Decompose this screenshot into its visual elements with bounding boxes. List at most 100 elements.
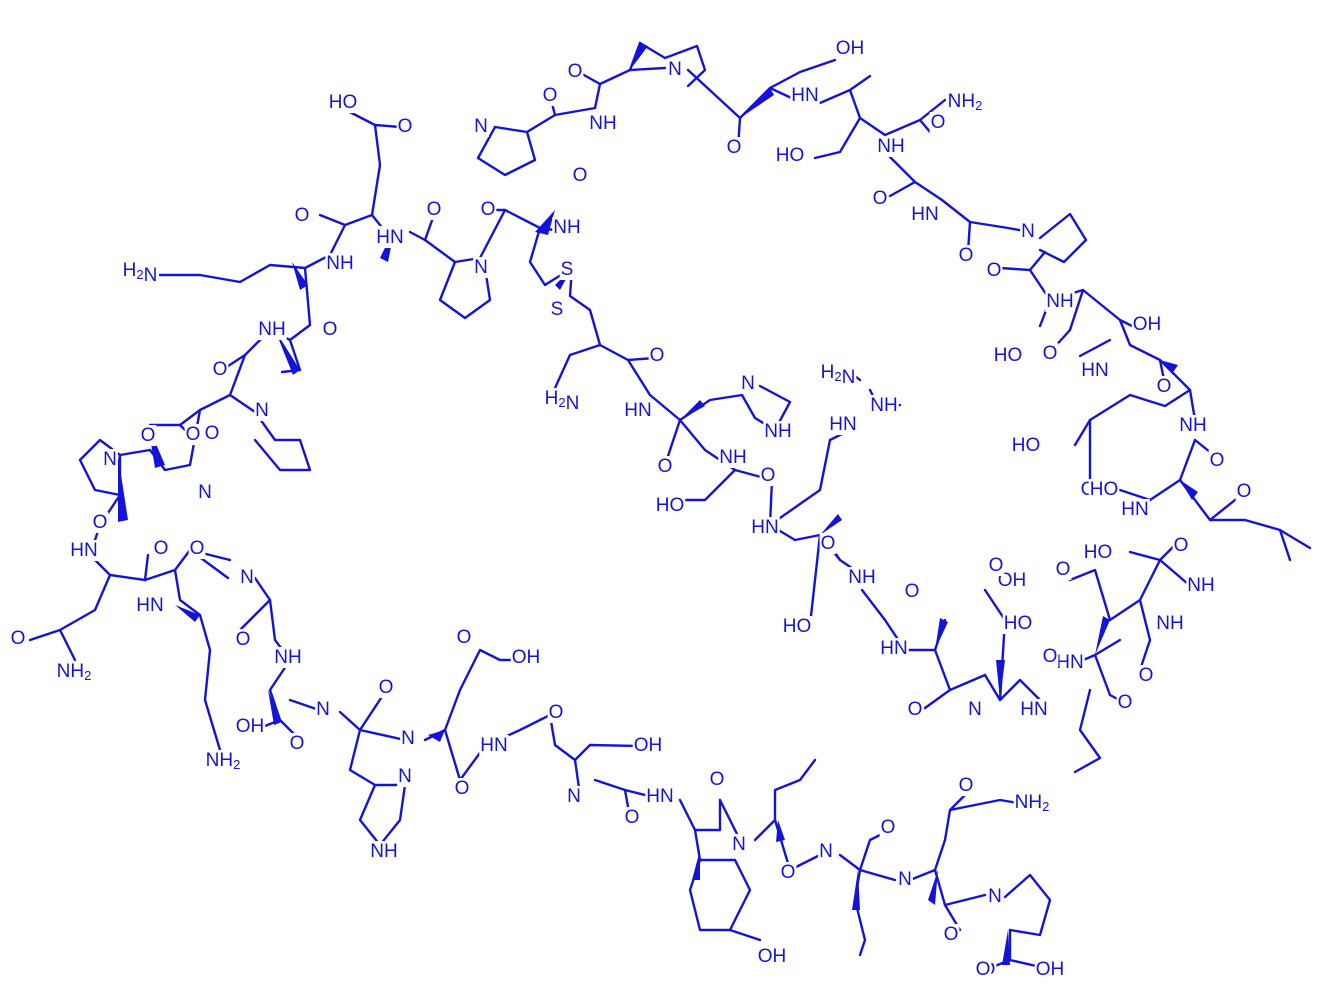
atom-label-bg-oh-ser-top (834, 38, 866, 60)
bond-45 (983, 673, 1042, 702)
atom-label-hn-lys-b: HN (136, 595, 163, 616)
atom-label-hn-asn: HN (911, 204, 938, 225)
atom-label-o-val: O (1118, 692, 1133, 713)
atom-label-n-pro-b: N (240, 567, 254, 588)
atom-label-bg-o-gln-l (152, 538, 170, 560)
atom-label-ho-asp-2: HO (1004, 613, 1033, 634)
atom-label-bg-hn-asn (910, 204, 940, 226)
bond-8 (493, 113, 557, 134)
atom-label-nh-gly-top: NH (589, 113, 616, 134)
atom-label-nh-ser-c2: NH (719, 447, 746, 468)
atom-label-hn-ser-top: HN (791, 85, 818, 106)
atom-label-bg-o-glu-b (455, 627, 473, 649)
atom-label-o-ser-r3: O (1210, 450, 1225, 471)
atom-label-bg-o-pro-top (566, 61, 584, 83)
atom-label-n-leu-2: N (819, 841, 833, 862)
atom-label-bg-o-ser-c2 (759, 465, 777, 487)
atom-label-bg-n-pro-r1 (1020, 221, 1036, 243)
atom-label-bg-o-ser-r1 (1041, 343, 1059, 365)
atom-label-nh-ser-c: NH (848, 567, 875, 588)
bond-117 (858, 868, 897, 882)
atom-label-bg-nh-cys-1 (552, 217, 582, 239)
atom-label-bg-o-asp-2 (1054, 559, 1072, 581)
bond-59 (678, 468, 774, 502)
atom-label-n-his-b-ring: N (398, 766, 412, 787)
bond-17 (913, 180, 944, 202)
atom-label-n-pro-l2: N (198, 482, 212, 503)
atom-label-bg-hn-tyr (645, 786, 675, 808)
atom-label-hn-his-b: N (316, 699, 330, 720)
bond-34 (1208, 518, 1312, 550)
bond-63 (626, 356, 682, 422)
atom-label-bg-nh2-lys-b (204, 750, 242, 773)
atom-label-o-pro-r1: O (987, 260, 1002, 281)
bond-11 (818, 74, 872, 105)
atom-label-o-cys-1: O (481, 199, 496, 220)
atom-label-bg-nh-his-b-ring (369, 841, 399, 863)
bond-89 (28, 573, 112, 642)
atom-label-bg-h2n-cys-2 (543, 388, 581, 415)
atom-label-nh-lys-l: NH (326, 253, 353, 274)
atom-label-bg-nh-ser-c2 (718, 447, 748, 469)
atom-label-n-pro-l1: N (255, 400, 269, 421)
atom-label-bg-hn-ala-r (879, 638, 909, 660)
atom-label-bg-nh-glu-r (1178, 415, 1208, 437)
atom-label-o-ala-l: O (213, 359, 228, 380)
stereo-wedge-12 (928, 870, 938, 905)
atom-label-bg-h2n-lys-l (121, 260, 159, 287)
atom-label-hn-gln-l: HN (70, 540, 97, 561)
bond-110 (698, 858, 752, 932)
bond-65 (568, 266, 602, 347)
bond-15 (813, 116, 862, 160)
atom-label-bg-o-pro-l3 (91, 512, 109, 534)
atom-label-bg-o-ser-r3 (1208, 450, 1226, 472)
atom-label-ho-ser-c: HO (783, 616, 812, 637)
bond-36 (1128, 538, 1182, 562)
atom-label-bg-n-pro-top (667, 59, 683, 81)
atom-label-oh-asp-1: OH (998, 570, 1027, 591)
atom-label-bg-o-tyr (708, 769, 726, 791)
atom-label-bg-o-leu-r (1235, 481, 1253, 503)
atom-label-bg-nh-his-ring (763, 421, 793, 443)
atom-label-o-gln-b-side: O (959, 775, 974, 796)
atom-label-bg-hn-lys-b (135, 595, 165, 617)
atom-label-n-leu-1: N (732, 834, 746, 855)
atom-label-bg-o-cooh (974, 959, 992, 981)
atom-label-nh-cys-1: NH (553, 217, 580, 238)
atom-label-h2n-arg: H2N (821, 362, 856, 388)
atom-label-o-ser-r1: O (1043, 343, 1058, 364)
atom-label-o-leu-r: O (1237, 481, 1252, 502)
atom-label-bg-o-glu-l2 (293, 205, 311, 227)
atom-label-bg-oh-ser-b (234, 716, 266, 738)
atom-labels: OHHNNNHOOONH2OHONHOHNONONHOHHOOHNONHHOOO… (9, 38, 1253, 981)
atom-label-bg-ho-ser-c2 (654, 495, 686, 517)
atom-label-bg-o-gly-b (547, 702, 565, 724)
atom-label-o-tyr: O (710, 769, 725, 790)
atom-label-bg-o-gln-b-side (957, 775, 975, 797)
bond-82 (253, 410, 312, 472)
atom-label-bg-nh-gly-top (588, 113, 618, 135)
atom-label-n-his-ring: N (741, 373, 755, 394)
bond-83 (148, 393, 232, 427)
atom-label-oh-glu-b: OH (512, 647, 541, 668)
atom-label-o-glu-b: O (457, 627, 472, 648)
stereo-wedge-16 (1180, 480, 1198, 500)
atom-label-nh-asp-2: NH (1156, 613, 1183, 634)
atom-label-bg-n-pro-m (473, 116, 489, 138)
atom-label-bg-o-pro-b (234, 629, 252, 651)
atom-label-bg-nh-ser-c (847, 567, 877, 589)
atom-label-bg-hn-ser-top (790, 85, 820, 107)
bond-101 (358, 728, 407, 742)
atom-label-bg-nh-arg (869, 395, 899, 417)
atom-label-bg-hn-gly-b (479, 735, 509, 757)
atom-label-o-asp-2b: O (1139, 665, 1154, 686)
atom-label-bg-ho-ser-r1 (992, 345, 1024, 367)
stereo-wedge-11 (852, 870, 860, 910)
atom-label-o-asp-2: O (1056, 559, 1071, 580)
bond-112 (753, 758, 817, 842)
atom-label-bg-n-glu-b (400, 728, 416, 750)
atom-label-bg-n-pro-end (987, 886, 1003, 908)
atom-label-o-gln-side: O (11, 628, 26, 649)
atom-label-bg-oh-ser-b2 (632, 735, 664, 757)
atom-label-o-leu-1: O (781, 862, 796, 883)
